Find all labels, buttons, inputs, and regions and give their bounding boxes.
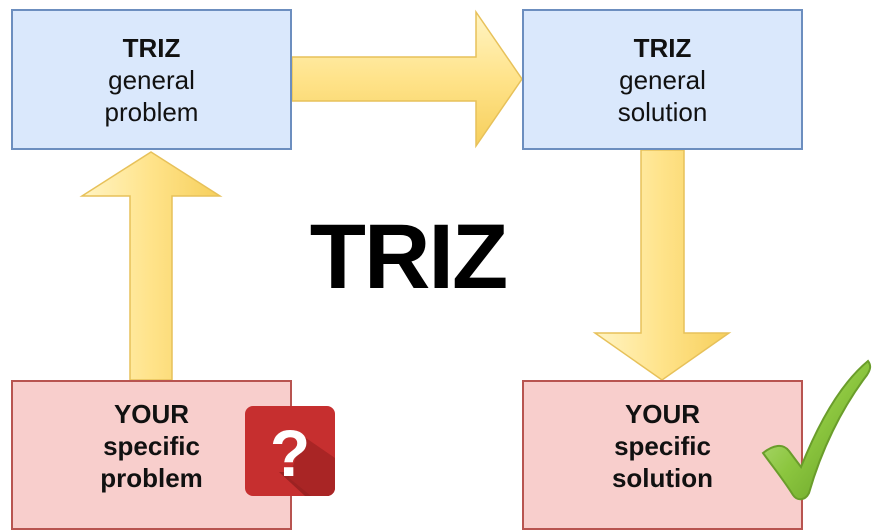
general-solution-box: TRIZ general solution xyxy=(522,9,803,150)
question-badge-text: ? xyxy=(270,416,310,490)
specific-problem-line1: specific xyxy=(103,431,200,461)
general-problem-line1: general xyxy=(108,64,195,95)
question-mark-icon: ? xyxy=(245,406,335,496)
specific-problem-line2: problem xyxy=(100,463,203,493)
general-problem-box: TRIZ general problem xyxy=(11,9,292,150)
general-problem-title: TRIZ xyxy=(122,32,181,63)
specific-solution-line2: solution xyxy=(611,463,714,493)
specific-solution-line1: specific xyxy=(614,431,711,461)
arrow-right xyxy=(291,9,523,149)
specific-solution-box: YOUR specific solution xyxy=(522,380,803,530)
center-title: TRIZ xyxy=(309,206,508,308)
specific-problem-title: YOUR xyxy=(113,399,190,429)
specific-solution-title: YOUR xyxy=(624,399,701,429)
general-problem-line2: problem xyxy=(104,96,199,127)
general-solution-title: TRIZ xyxy=(633,32,692,63)
arrow-up xyxy=(79,151,223,381)
specific-problem-box: YOUR specific problem xyxy=(11,380,292,530)
general-solution-line1: general xyxy=(619,64,706,95)
general-solution-line2: solution xyxy=(617,96,708,127)
checkmark-icon xyxy=(761,359,872,501)
arrow-down xyxy=(592,149,732,381)
